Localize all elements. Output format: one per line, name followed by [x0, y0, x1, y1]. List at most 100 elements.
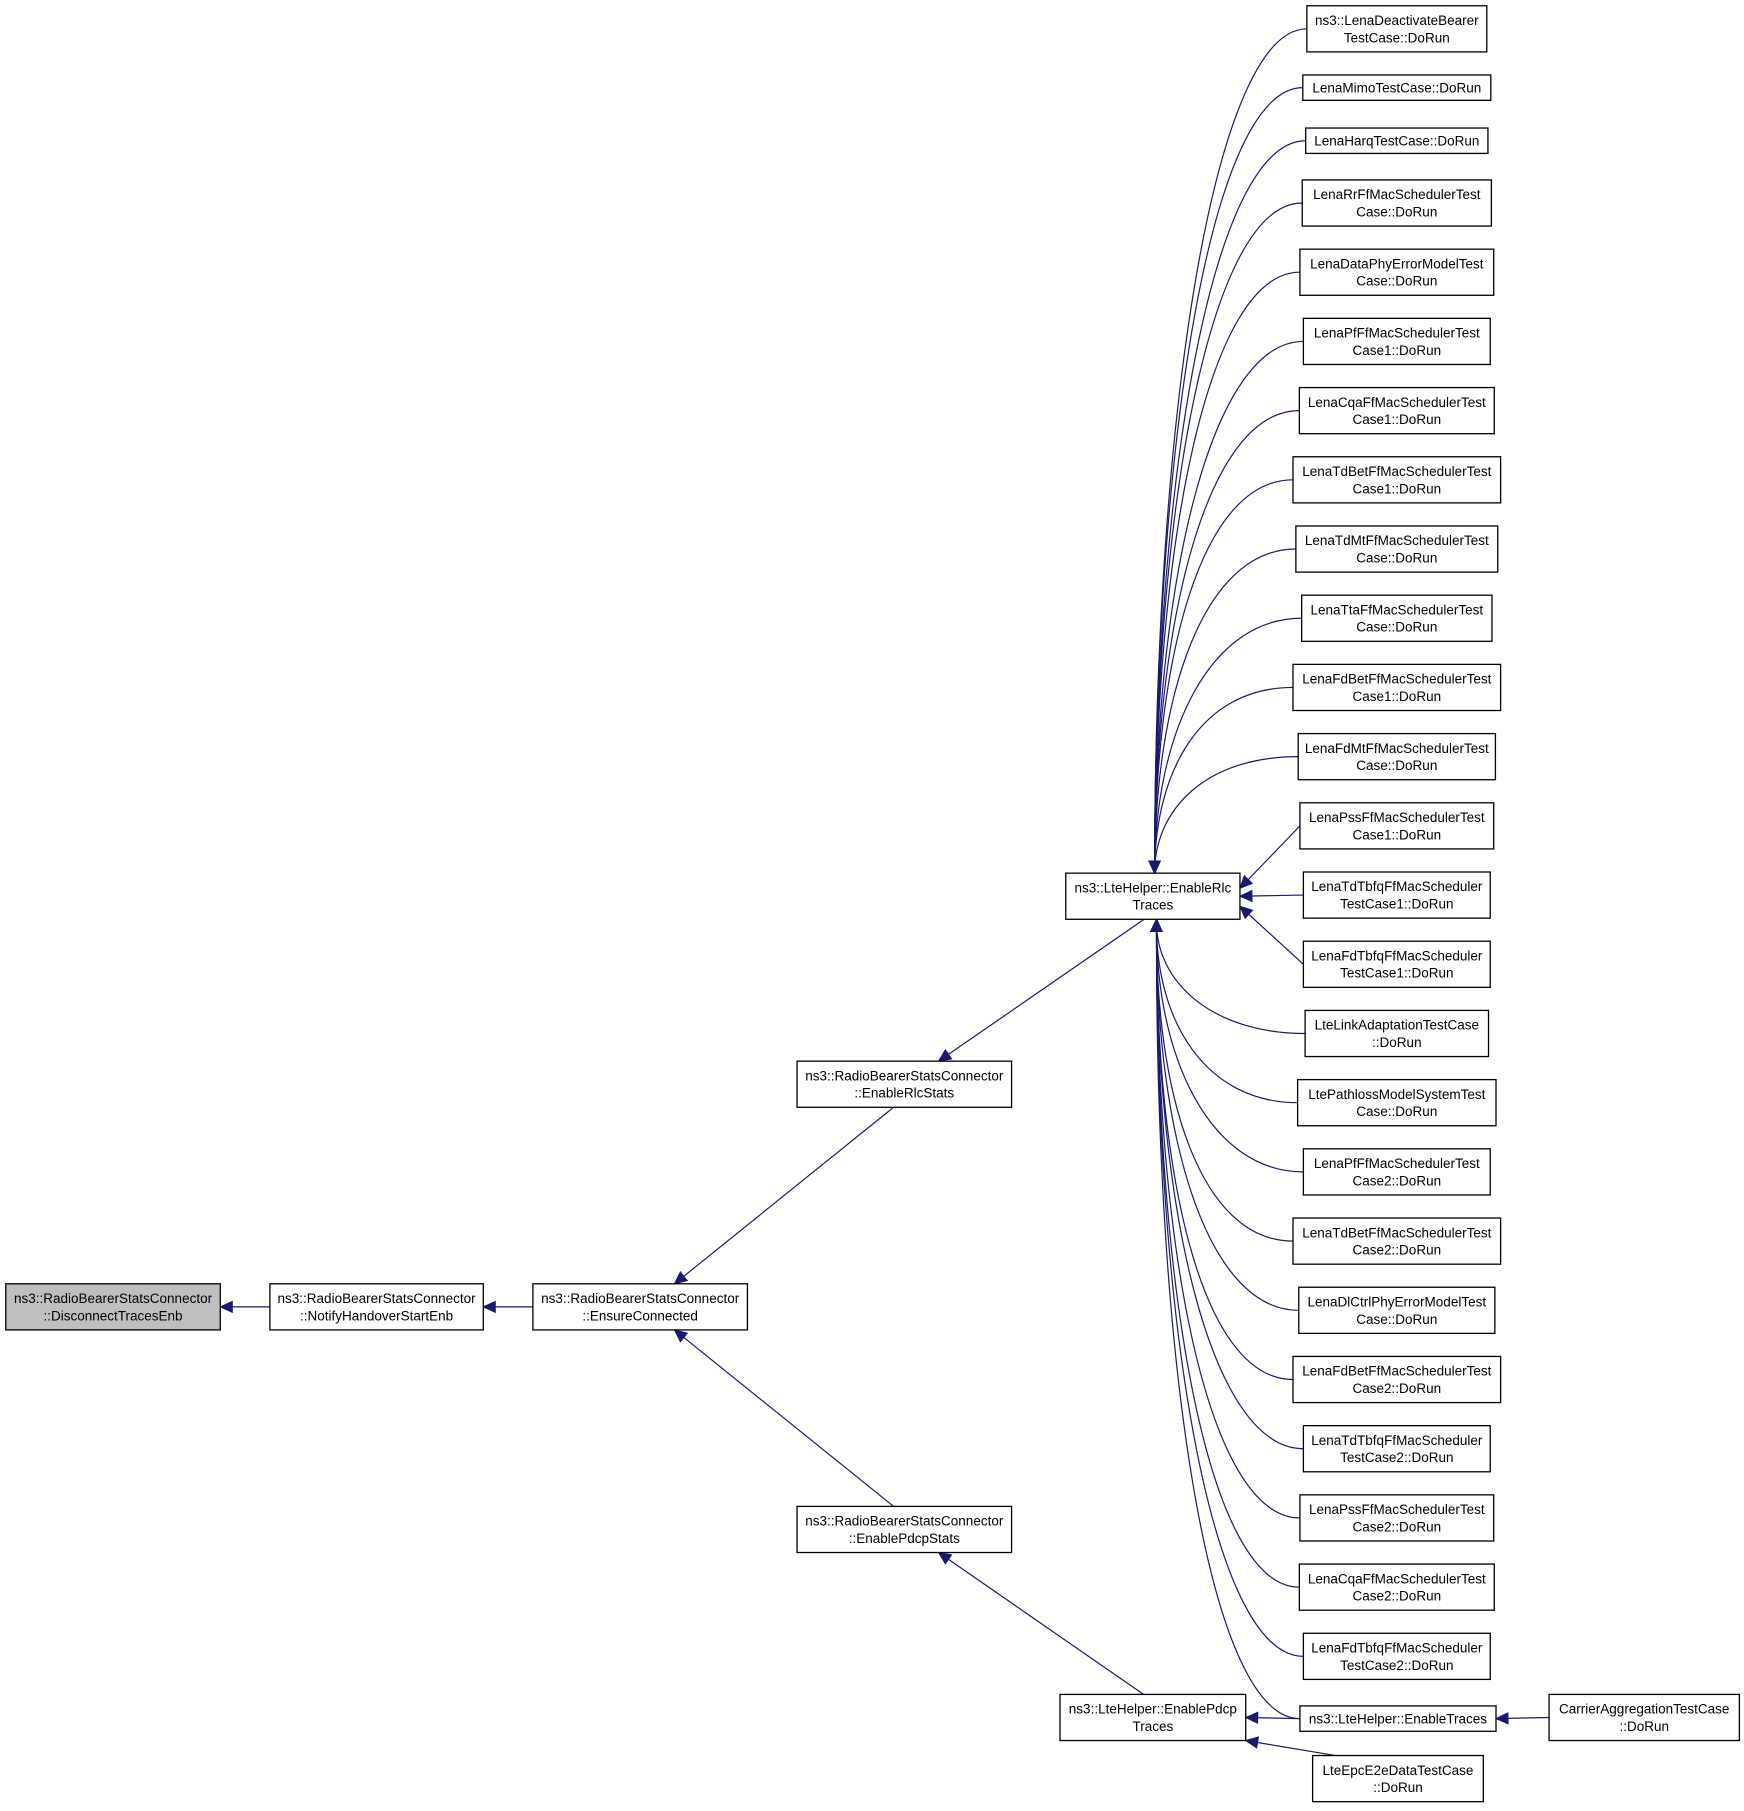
edge-line [1153, 202, 1303, 874]
edge-line [1155, 919, 1306, 1035]
node-label: LenaTdTbfqFfMacScheduler [1311, 879, 1483, 894]
node-label: Traces [1132, 1719, 1173, 1734]
node-box [1302, 940, 1491, 988]
node-label: Case2::DoRun [1353, 1589, 1442, 1604]
node-label: ns3::RadioBearerStatsConnector [14, 1291, 213, 1306]
graph-node-t2[interactable]: LenaHarqTestCase::DoRun [1305, 127, 1489, 155]
node-box [1304, 1009, 1490, 1058]
graph-node-ensure[interactable]: ns3::RadioBearerStatsConnector::EnsureCo… [532, 1283, 749, 1331]
node-label: LenaTdBetFfMacSchedulerTest [1302, 464, 1491, 479]
graph-node-rlcstats[interactable]: ns3::RadioBearerStatsConnector::EnableRl… [796, 1060, 1013, 1108]
edge-t0-to-rlctraces [1148, 28, 1307, 875]
graph-node-e2e[interactable]: LteEpcE2eDataTestCase::DoRun [1311, 1754, 1484, 1803]
graph-node-pdcpstats[interactable]: ns3::RadioBearerStatsConnector::EnablePd… [796, 1505, 1013, 1554]
node-box [532, 1283, 749, 1331]
node-label: Case1::DoRun [1353, 412, 1442, 427]
node-box [1301, 179, 1493, 227]
node-label: LenaPssFfMacSchedulerTest [1309, 1502, 1485, 1517]
node-box [269, 1283, 484, 1331]
node-label: ns3::LteHelper::EnableRlc [1074, 880, 1231, 895]
node-label: ns3::LteHelper::EnableTraces [1309, 1711, 1487, 1726]
node-box [1292, 663, 1502, 712]
node-label: Case::DoRun [1356, 1104, 1437, 1119]
edge-line [1155, 919, 1299, 1311]
node-box [5, 1283, 221, 1331]
graph-node-notify[interactable]: ns3::RadioBearerStatsConnector::NotifyHa… [269, 1283, 484, 1331]
edge-line [1153, 410, 1300, 874]
graph-node-t15[interactable]: LteLinkAdaptationTestCase::DoRun [1304, 1009, 1490, 1058]
node-label: LenaDataPhyErrorModelTest [1310, 256, 1484, 271]
node-box [1306, 5, 1488, 53]
graph-node-enabletraces[interactable]: ns3::LteHelper::EnableTraces [1299, 1705, 1497, 1732]
node-box [1302, 317, 1491, 366]
node-box [1059, 1693, 1247, 1742]
node-label: ns3::RadioBearerStatsConnector [805, 1514, 1004, 1529]
node-layer: ns3::RadioBearerStatsConnector::Disconne… [5, 5, 1741, 1803]
edge-arrowhead [1148, 860, 1161, 875]
node-box [1302, 74, 1492, 101]
node-label: LenaFdTbfqFfMacScheduler [1311, 1640, 1483, 1655]
node-label: Case2::DoRun [1353, 1243, 1442, 1258]
edge-enabletraces-to-rlctraces [1150, 918, 1300, 1720]
node-label: ::DisconnectTracesEnb [44, 1308, 183, 1323]
node-box [1311, 1754, 1484, 1803]
node-box [1299, 1494, 1495, 1542]
edge-arrowhead [673, 1271, 689, 1285]
node-label: LenaPssFfMacSchedulerTest [1309, 810, 1485, 825]
node-box [1301, 594, 1493, 642]
edge-t5-to-rlctraces [1148, 340, 1304, 875]
node-label: Case2::DoRun [1353, 1381, 1442, 1396]
node-label: Case1::DoRun [1353, 827, 1442, 842]
edge-arrowhead [219, 1300, 233, 1314]
edge-arrowhead [1494, 1712, 1509, 1725]
node-box [1292, 1217, 1502, 1265]
edge-t14-to-rlctraces [1239, 905, 1304, 965]
node-label: Case::DoRun [1356, 274, 1437, 289]
node-label: LenaTdBetFfMacSchedulerTest [1302, 1225, 1491, 1240]
edge-t7-to-rlctraces [1148, 479, 1294, 875]
node-label: LteLinkAdaptationTestCase [1315, 1018, 1479, 1033]
edge-arrowhead [1150, 918, 1163, 932]
node-box [1292, 456, 1502, 504]
edge-line [1153, 479, 1294, 874]
node-box [1298, 386, 1495, 435]
edge-t12-to-rlctraces [1239, 825, 1301, 890]
edge-carrier-to-enabletraces [1494, 1712, 1550, 1725]
edge-line [1155, 919, 1304, 1173]
graph-node-root[interactable]: ns3::RadioBearerStatsConnector::Disconne… [5, 1283, 221, 1331]
graph-node-t1[interactable]: LenaMimoTestCase::DoRun [1302, 74, 1492, 101]
edge-t4-to-rlctraces [1148, 271, 1300, 875]
edge-line [1153, 271, 1300, 874]
node-label: ns3::RadioBearerStatsConnector [805, 1068, 1004, 1083]
graph-node-carrier[interactable]: CarrierAggregationTestCase::DoRun [1548, 1693, 1741, 1742]
edge-line [938, 1552, 1144, 1695]
node-label: LenaFdTbfqFfMacScheduler [1311, 948, 1483, 963]
node-box [1299, 1705, 1497, 1732]
edge-t8-to-rlctraces [1148, 548, 1296, 875]
edge-t10-to-rlctraces [1148, 686, 1294, 875]
